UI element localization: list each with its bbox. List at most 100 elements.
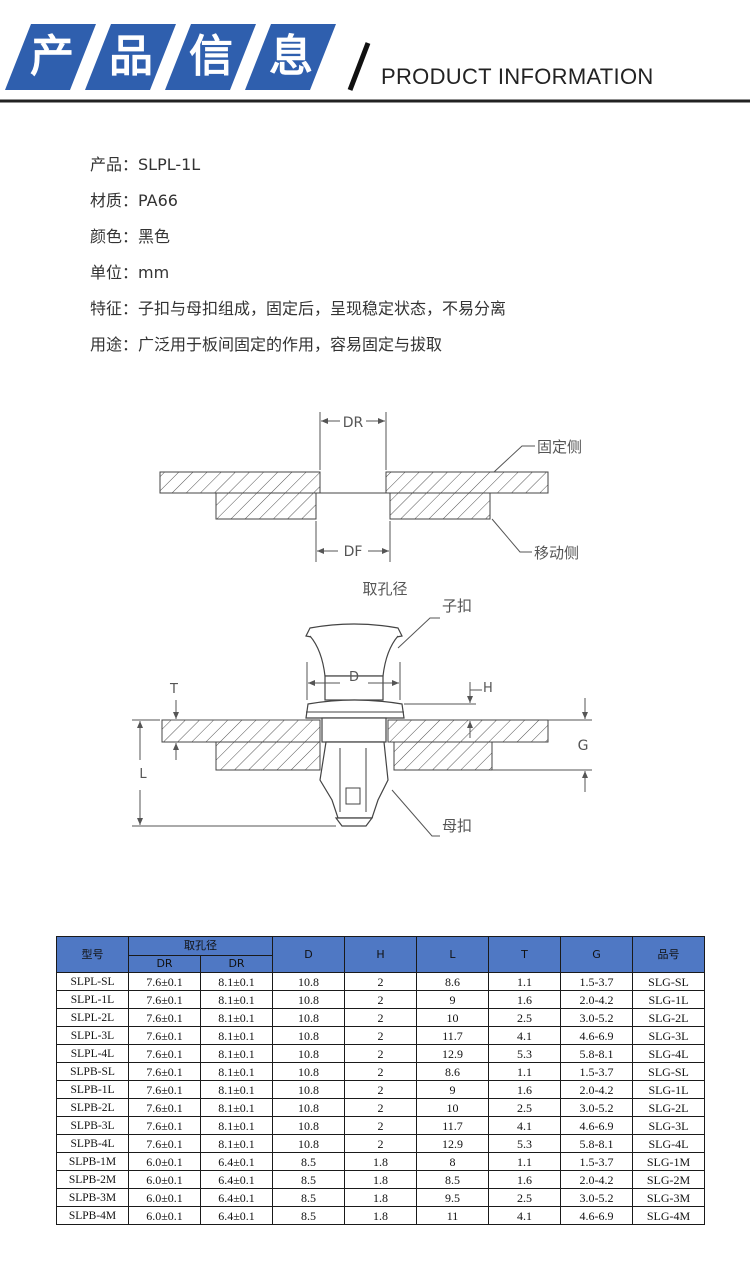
table-cell: 7.6±0.1 <box>128 1098 201 1117</box>
table-cell: 7.6±0.1 <box>128 1026 201 1045</box>
table-cell-model: SLPB-1M <box>56 1152 129 1171</box>
title-char-1: 产 <box>30 31 74 82</box>
table-cell: 2.5 <box>488 1188 561 1207</box>
table-cell-model: SLPB-3M <box>56 1188 129 1207</box>
table-cell: 7.6±0.1 <box>128 1062 201 1081</box>
table-cell: 8.1±0.1 <box>200 990 273 1009</box>
table-cell: 4.1 <box>488 1206 561 1225</box>
col-header-d: D <box>272 936 345 973</box>
table-cell: 1.5-3.7 <box>560 1152 633 1171</box>
table-cell: 1.8 <box>344 1188 417 1207</box>
hole-diagram <box>159 412 549 562</box>
spec-unit: 单位：mm <box>90 263 170 282</box>
table-cell: 2.5 <box>488 1008 561 1027</box>
table-cell-model: SLPL-SL <box>56 972 129 991</box>
table-cell: 7.6±0.1 <box>128 990 201 1009</box>
table-cell: 8 <box>416 1152 489 1171</box>
table-cell: 9.5 <box>416 1188 489 1207</box>
table-cell: 8.1±0.1 <box>200 1134 273 1153</box>
table-cell: SLG-3L <box>632 1026 705 1045</box>
table-cell: 10.8 <box>272 990 345 1009</box>
label-fixed-side: 固定侧 <box>537 438 582 456</box>
table-cell: 1.6 <box>488 990 561 1009</box>
table-cell: SLG-SL <box>632 1062 705 1081</box>
table-cell: SLG-1L <box>632 1080 705 1099</box>
banner-block-3 <box>165 24 256 90</box>
dim-l-label: L <box>139 767 147 782</box>
spec-product: 产品：SLPL-1L <box>90 155 201 174</box>
table-cell: 2 <box>344 1026 417 1045</box>
table-cell: 6.4±0.1 <box>200 1188 273 1207</box>
table-cell: 4.6-6.9 <box>560 1116 633 1135</box>
spec-material: 材质：PA66 <box>90 191 178 210</box>
table-cell: 11 <box>416 1206 489 1225</box>
table-cell: 2 <box>344 1116 417 1135</box>
header-subtitle: PRODUCT INFORMATION <box>381 64 654 89</box>
table-cell: 8.1±0.1 <box>200 1008 273 1027</box>
table-cell: 7.6±0.1 <box>128 1134 201 1153</box>
table-cell-model: SLPB-SL <box>56 1062 129 1081</box>
table-cell-model: SLPB-3L <box>56 1116 129 1135</box>
table-cell: 8.6 <box>416 1062 489 1081</box>
col-header-l: L <box>416 936 489 973</box>
dim-df-label: DF <box>344 544 363 560</box>
dim-h-label: H <box>483 681 493 696</box>
banner-block-2 <box>85 24 176 90</box>
table-cell: 6.4±0.1 <box>200 1170 273 1189</box>
table-cell: 2 <box>344 990 417 1009</box>
col-header-type: 型号 <box>56 936 129 973</box>
table-cell: 5.8-8.1 <box>560 1134 633 1153</box>
table-cell: 1.5-3.7 <box>560 1062 633 1081</box>
table-cell: 1.1 <box>488 972 561 991</box>
table-cell: SLG-2L <box>632 1098 705 1117</box>
table-cell: 10 <box>416 1008 489 1027</box>
table-cell: 4.6-6.9 <box>560 1026 633 1045</box>
table-cell: 6.0±0.1 <box>128 1188 201 1207</box>
table-cell: 7.6±0.1 <box>128 1044 201 1063</box>
table-cell: 10.8 <box>272 1098 345 1117</box>
label-child-clip: 子扣 <box>442 597 472 615</box>
table-cell: 8.1±0.1 <box>200 1080 273 1099</box>
table-cell: 3.0-5.2 <box>560 1188 633 1207</box>
col-header-t: T <box>488 936 561 973</box>
table-cell: 8.5 <box>272 1188 345 1207</box>
table-cell: 5.3 <box>488 1044 561 1063</box>
table-cell: 10.8 <box>272 1116 345 1135</box>
table-cell: 8.1±0.1 <box>200 1044 273 1063</box>
header-banner: 产 品 信 息 PRODUCT INFORMATION <box>0 0 750 115</box>
table-cell: SLG-1M <box>632 1152 705 1171</box>
table-cell: 9 <box>416 1080 489 1099</box>
table-cell: 11.7 <box>416 1116 489 1135</box>
table-cell: 6.4±0.1 <box>200 1152 273 1171</box>
table-cell: 2 <box>344 1134 417 1153</box>
table-cell: 12.9 <box>416 1044 489 1063</box>
table-cell: 1.5-3.7 <box>560 972 633 991</box>
table-cell: 10.8 <box>272 1026 345 1045</box>
table-cell: 8.1±0.1 <box>200 1116 273 1135</box>
table-cell: 1.6 <box>488 1170 561 1189</box>
table-cell: 8.5 <box>272 1152 345 1171</box>
table-cell: 2 <box>344 1080 417 1099</box>
table-cell: 2 <box>344 1008 417 1027</box>
table-cell: 6.0±0.1 <box>128 1152 201 1171</box>
table-cell: 8.5 <box>272 1170 345 1189</box>
table-cell-model: SLPL-1L <box>56 990 129 1009</box>
table-cell: 10.8 <box>272 972 345 991</box>
table-cell: 6.0±0.1 <box>128 1206 201 1225</box>
table-cell: 8.1±0.1 <box>200 1062 273 1081</box>
spec-color: 颜色：黑色 <box>90 227 171 246</box>
table-cell-model: SLPL-2L <box>56 1008 129 1027</box>
table-cell: 4.1 <box>488 1116 561 1135</box>
